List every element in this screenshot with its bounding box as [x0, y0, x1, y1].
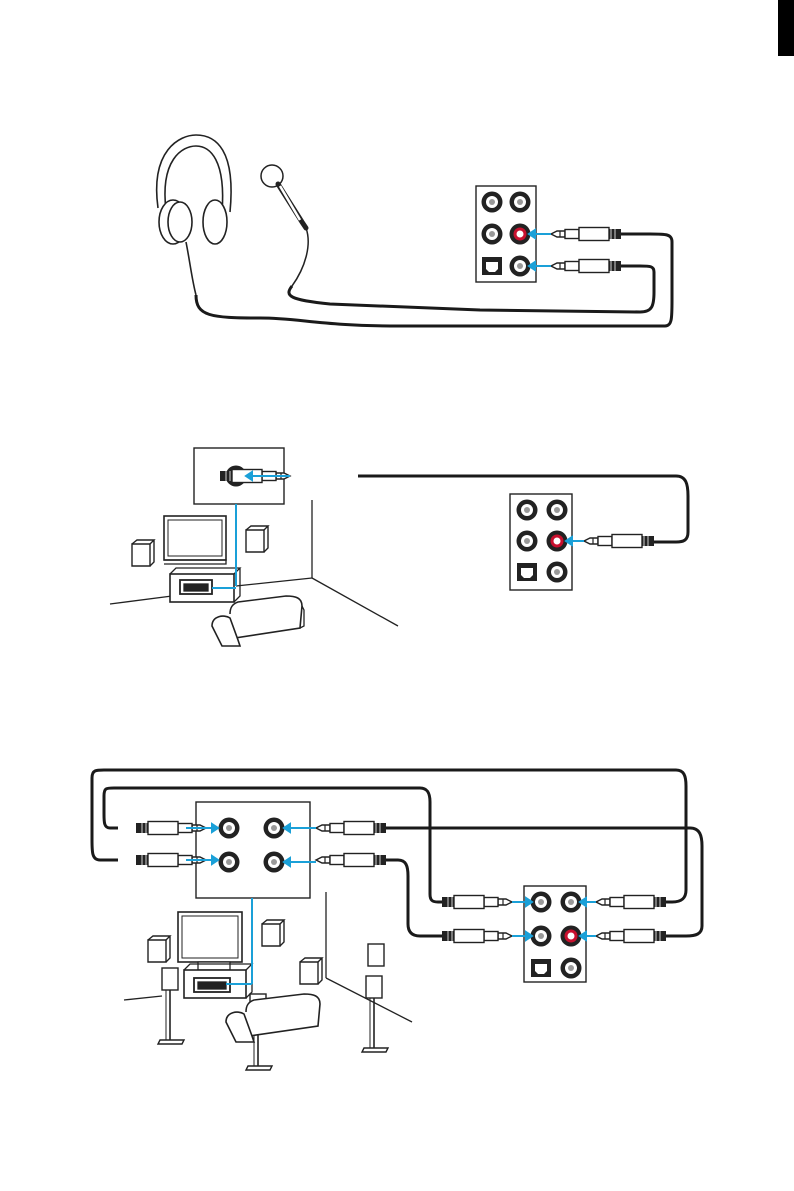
- surround-speaker-connection: [92, 770, 702, 1070]
- headphone-microphone-connection: [157, 135, 672, 326]
- audio-jack-panel-icon: [510, 494, 572, 590]
- stereo-speaker-connection: [110, 448, 688, 646]
- surround-home-theater-icon: [124, 892, 412, 1070]
- home-theater-icon: [110, 500, 398, 646]
- audio-jack-panel-icon: [524, 886, 586, 982]
- headphones-icon: [157, 135, 231, 295]
- audio-jack-panel-icon: [476, 186, 536, 282]
- speaker-input-panel-icon: [196, 802, 310, 898]
- microphone-icon: [261, 165, 308, 286]
- page-tab-marker: [778, 0, 794, 56]
